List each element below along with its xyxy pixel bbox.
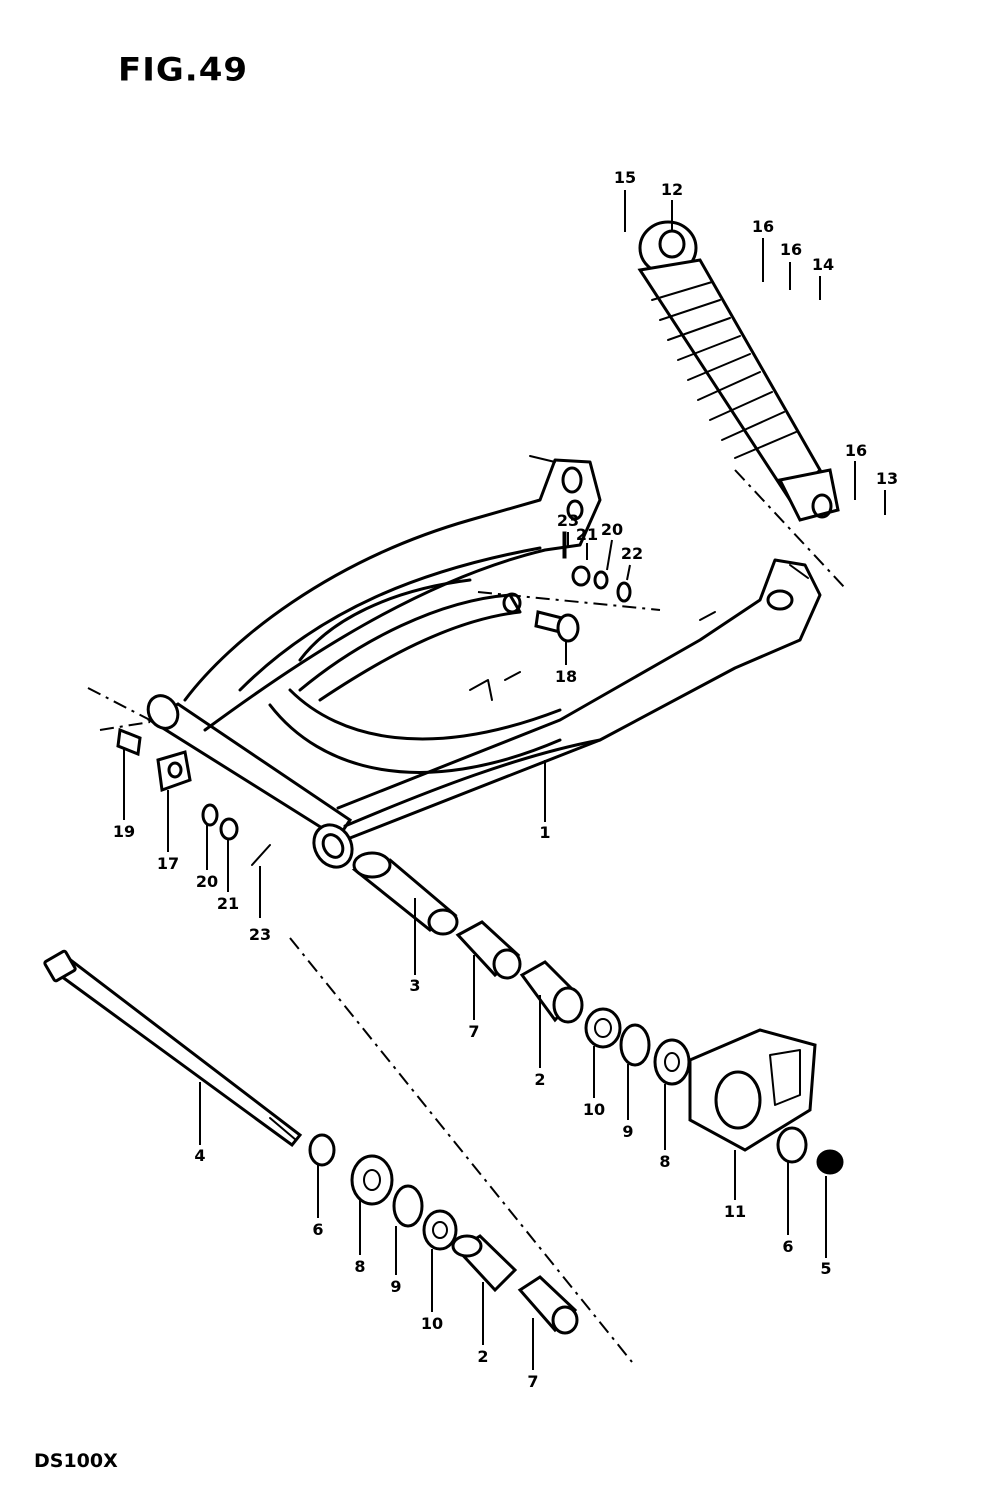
callout-12: 12 (661, 180, 683, 199)
callout-19: 19 (113, 822, 135, 841)
callout-7-left: 7 (527, 1372, 538, 1391)
callout-13: 13 (876, 469, 898, 488)
callout-11: 11 (724, 1202, 746, 1221)
swing-arm (146, 455, 822, 869)
callout-labels: 1 2 2 3 4 5 6 6 7 7 8 8 9 9 10 10 11 12 … (113, 168, 898, 1391)
callout-4: 4 (194, 1146, 205, 1165)
callout-7-right: 7 (468, 1022, 479, 1041)
leader-lines (123, 190, 886, 1370)
callout-16-c: 16 (845, 441, 867, 460)
upper-hardware (534, 531, 632, 643)
left-hardware (116, 727, 271, 866)
pivot-parts-right (351, 851, 844, 1175)
model-code: DS100X (34, 1450, 118, 1472)
center-lines (87, 469, 846, 1363)
callout-6-right: 6 (782, 1237, 793, 1256)
shock-absorber (637, 220, 840, 522)
figure-title: FIG.49 (118, 51, 249, 89)
callout-22: 22 (621, 544, 643, 563)
callout-9-right: 9 (622, 1122, 633, 1141)
callout-9-left: 9 (390, 1277, 401, 1296)
callout-6-left: 6 (312, 1220, 323, 1239)
callout-8-right: 8 (659, 1152, 670, 1171)
callout-5: 5 (820, 1259, 831, 1278)
callout-21-left: 21 (217, 894, 239, 913)
callout-10-right: 10 (583, 1100, 605, 1119)
callout-10-left: 10 (421, 1314, 443, 1333)
callout-2-left: 2 (477, 1347, 488, 1366)
callout-23-top: 23 (557, 511, 579, 530)
pivot-parts-left (43, 949, 579, 1335)
callout-8-left: 8 (354, 1257, 365, 1276)
callout-15: 15 (614, 168, 636, 187)
callout-16-b: 16 (780, 240, 802, 259)
callout-23-left: 23 (249, 925, 271, 944)
callout-1: 1 (539, 823, 550, 842)
callout-16-a: 16 (752, 217, 774, 236)
callout-14: 14 (812, 255, 834, 274)
callout-3: 3 (409, 976, 420, 995)
callout-2-right: 2 (534, 1070, 545, 1089)
callout-21-top: 21 (576, 525, 598, 544)
callout-20-left: 20 (196, 872, 218, 891)
callout-20-top: 20 (601, 520, 623, 539)
callout-17: 17 (157, 854, 179, 873)
callout-18: 18 (555, 667, 577, 686)
